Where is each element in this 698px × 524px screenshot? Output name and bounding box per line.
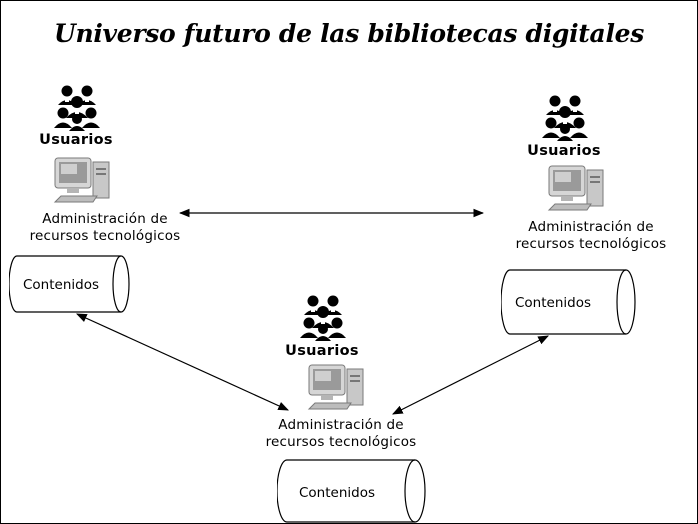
desktop-computer-icon [53, 157, 110, 203]
admin-label: Administración de recursos tecnológicos [5, 211, 205, 245]
admin-label-line2: recursos tecnológicos [265, 434, 417, 450]
diagram-title: Universo futuro de las bibliotecas digit… [53, 19, 645, 48]
admin-label-line1: Administración de [42, 211, 168, 227]
users-label: Usuarios [527, 143, 601, 159]
content-label: Contenidos [515, 295, 591, 311]
arrow-bottom-right [392, 335, 549, 415]
arrow-left-bottom [76, 313, 289, 411]
admin-label: Administración de recursos tecnológicos [241, 417, 441, 451]
content-label: Contenidos [299, 485, 375, 501]
users-group-icon [300, 295, 346, 341]
users-group-icon [542, 95, 588, 141]
users-label: Usuarios [39, 132, 113, 148]
admin-label: Administración de recursos tecnológicos [491, 219, 691, 253]
desktop-computer-icon [307, 364, 364, 410]
desktop-computer-icon [547, 165, 604, 211]
admin-label-line2: recursos tecnológicos [29, 228, 181, 244]
users-label: Usuarios [285, 343, 359, 359]
content-label: Contenidos [23, 277, 99, 293]
database-cylinder-icon: Contenidos [501, 269, 636, 335]
admin-label-line2: recursos tecnológicos [515, 236, 667, 252]
admin-label-line1: Administración de [528, 219, 654, 235]
admin-label-line1: Administración de [278, 417, 404, 433]
users-group-icon [54, 85, 100, 131]
database-cylinder-icon: Contenidos [277, 459, 426, 523]
database-cylinder-icon: Contenidos [9, 255, 130, 313]
